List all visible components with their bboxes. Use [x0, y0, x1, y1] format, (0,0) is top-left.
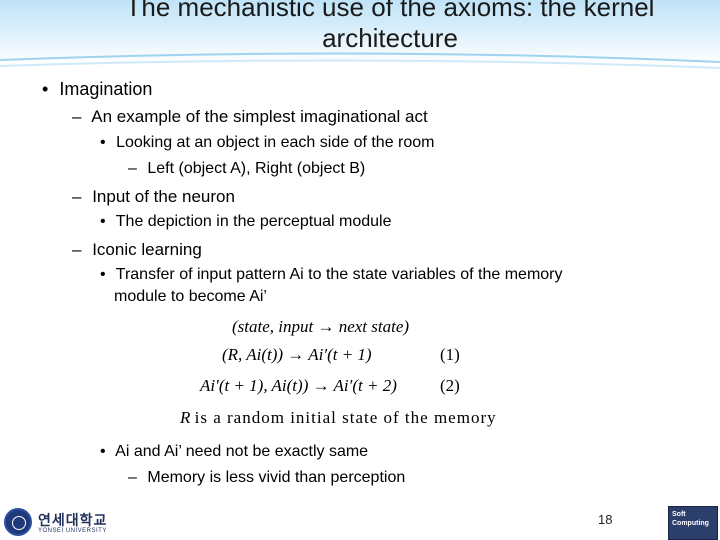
- bullet-text: module to become Ai’: [114, 288, 267, 305]
- bullet-marker: •: [100, 443, 106, 460]
- bullet-marker: •: [100, 213, 106, 230]
- bullet-marker: –: [128, 469, 137, 486]
- header-swoosh: [0, 52, 720, 69]
- university-seal-icon: [4, 508, 32, 536]
- formula-note: R is a random initial state of the memor…: [180, 408, 497, 428]
- bullet-text: An example of the simplest imaginational…: [91, 107, 428, 126]
- bullet-text: The depiction in the perceptual module: [115, 213, 392, 230]
- formula-note-text: is a random initial state of the memory: [194, 408, 497, 427]
- bullet-level2: – An example of the simplest imagination…: [72, 107, 428, 127]
- page-number: 18: [598, 512, 613, 527]
- soft-computing-badge: Soft Computing: [668, 506, 718, 540]
- bullet-marker: •: [100, 134, 106, 151]
- bullet-marker: •: [100, 266, 106, 283]
- formula-eq2-number: (2): [440, 376, 460, 395]
- bullet-text: Memory is less vivid than perception: [147, 469, 406, 486]
- formula-eq1: (R, Ai(t)) → Ai′(t + 1): [222, 345, 372, 364]
- university-name-korean: 연세대학교: [38, 512, 108, 528]
- bullet-text: Left (object A), Right (object B): [147, 160, 366, 177]
- formula-eq2: Ai′(t + 1), Ai(t)) → Ai′(t + 2): [200, 376, 397, 395]
- university-name-english: YONSEI UNIVERSITY: [38, 528, 107, 534]
- bullet-level3: • Transfer of input pattern Ai to the st…: [100, 266, 563, 284]
- bullet-level3: • Ai and Ai’ need not be exactly same: [100, 443, 368, 461]
- slide-title: The mechanistic use of the axioms: the k…: [125, 0, 655, 53]
- bullet-level3: • Looking at an object in each side of t…: [100, 134, 435, 152]
- bullet-marker: –: [72, 240, 82, 259]
- bullet-level3: • The depiction in the perceptual module: [100, 213, 392, 231]
- bullet-level4: – Left (object A), Right (object B): [128, 160, 365, 178]
- bullet-level4: – Memory is less vivid than perception: [128, 469, 405, 487]
- bullet-level2: – Input of the neuron: [72, 187, 235, 207]
- bullet-level1: • Imagination: [42, 79, 152, 100]
- bullet-text: Ai and Ai’ need not be exactly same: [115, 443, 369, 460]
- bullet-marker: –: [128, 160, 137, 177]
- formula-eq1-number: (1): [440, 345, 460, 364]
- bullet-marker: •: [42, 79, 49, 99]
- bullet-continuation: module to become Ai’: [114, 288, 267, 306]
- bullet-marker: –: [72, 187, 82, 206]
- bullet-text: Transfer of input pattern Ai to the stat…: [115, 266, 563, 283]
- bullet-text: Looking at an object in each side of the…: [116, 134, 435, 151]
- bullet-text: Imagination: [59, 79, 153, 99]
- formula-note-variable: R: [180, 408, 191, 427]
- bullet-level2: – Iconic learning: [72, 240, 202, 260]
- badge-text: Soft Computing: [672, 511, 709, 527]
- bullet-text: Iconic learning: [92, 240, 202, 259]
- bullet-marker: –: [72, 107, 82, 126]
- university-logo: 연세대학교 YONSEI UNIVERSITY: [4, 508, 114, 538]
- formula-header: (state, input → next state): [232, 317, 410, 336]
- bullet-text: Input of the neuron: [92, 187, 235, 206]
